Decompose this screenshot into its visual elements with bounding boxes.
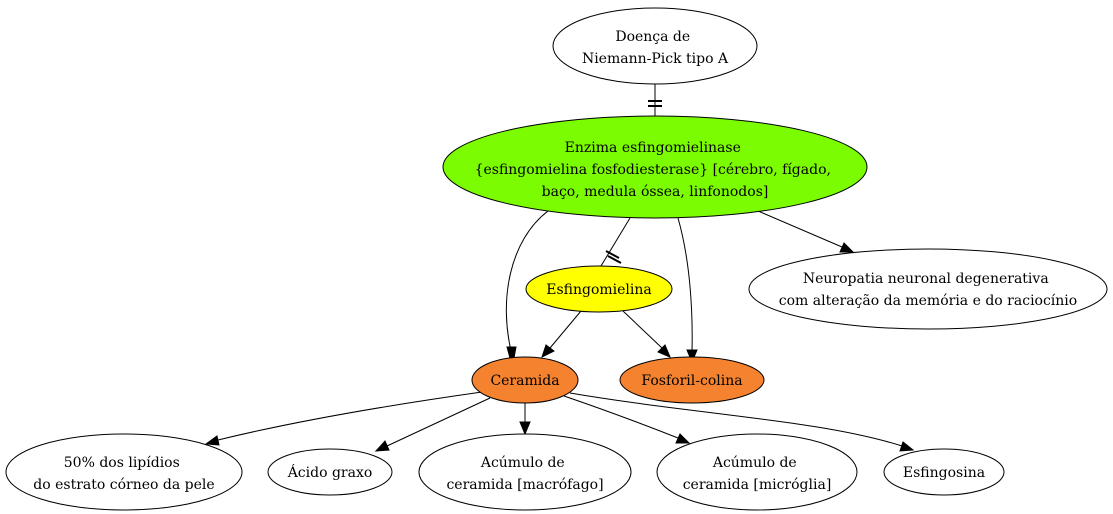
node-enzyme[interactable]: Enzima esfingomielinase {esfingomielina … <box>442 115 868 219</box>
edge-enzyme-sphingomyelin <box>600 217 631 267</box>
edge-enzyme-phosphocholine <box>677 217 698 364</box>
svg-text:Fosforil-colina: Fosforil-colina <box>641 373 742 389</box>
arrowhead <box>686 349 698 364</box>
node-microglia-line-1: Acúmulo de <box>712 455 797 471</box>
node-fatty-acid-line-1: Ácido graxo <box>287 463 373 481</box>
arrowhead <box>519 421 531 436</box>
arrowhead <box>541 344 555 358</box>
node-enzyme-line-2: {esfingomielina fosfodiesterase} [cérebr… <box>475 162 831 178</box>
node-macrophage-line-1: Acúmulo de <box>480 455 565 471</box>
node-enzyme-line-3: baço, medula óssea, linfonodos] <box>542 184 769 200</box>
tee-mark <box>605 250 620 259</box>
arrowhead <box>675 433 691 444</box>
node-lipids[interactable]: 50% dos lipídios do estrato córneo da pe… <box>5 433 243 511</box>
node-enzyme-line-1: Enzima esfingomielinase <box>565 140 741 156</box>
node-sphingomyelin[interactable]: Esfingomielina <box>525 265 673 313</box>
node-neuropathy[interactable]: Neuropatia neuronal degenerativa com alt… <box>748 248 1108 330</box>
node-sphingosine[interactable]: Esfingosina <box>883 448 1005 496</box>
node-disease[interactable]: Doença de Niemann-Pick tipo A <box>552 7 758 85</box>
svg-text:Esfingomielina: Esfingomielina <box>546 282 652 298</box>
node-microglia[interactable]: Acúmulo de ceramida [micróglia] <box>656 433 858 511</box>
node-sphingomyelin-line-1: Esfingomielina <box>546 282 652 298</box>
node-lipids-line-2: do estrato córneo da pele <box>33 477 214 493</box>
edge-ceramide-fatty-acid <box>374 397 491 452</box>
node-ceramide-line-1: Ceramida <box>490 373 559 389</box>
node-macrophage-line-2: ceramida [macrófago] <box>446 477 603 493</box>
arrowhead <box>899 441 915 452</box>
node-microglia-line-2: ceramida [micróglia] <box>683 477 832 493</box>
edge-enzyme-neuropathy <box>757 210 855 253</box>
node-disease-line-2: Niemann-Pick tipo A <box>582 51 729 67</box>
node-ceramide[interactable]: Ceramida <box>471 356 579 404</box>
node-macrophage[interactable]: Acúmulo de ceramida [macrófago] <box>418 433 632 511</box>
edge-sphingomyelin-phosphocholine <box>622 310 671 358</box>
edge-ceramide-lipids <box>204 391 483 446</box>
edge-sphingomyelin-ceramide <box>541 310 582 358</box>
nodes: Doença de Niemann-Pick tipo A Enzima esf… <box>5 7 1108 511</box>
node-phosphocholine[interactable]: Fosforil-colina <box>619 356 765 404</box>
edge-ceramide-sphingosine <box>569 392 915 452</box>
arrowhead <box>374 440 390 452</box>
edges <box>204 84 915 452</box>
svg-text:Enzima esfingomielinase: Enzima esfingomielinase {esfingomielina … <box>475 140 836 200</box>
node-disease-line-1: Doença de <box>615 29 690 45</box>
svg-text:Acúmulo de ceramida [m: Acúmulo de ceramida [micróglia] <box>683 455 832 493</box>
svg-text:Ácido graxo: Ácido graxo <box>287 463 373 481</box>
svg-text:Neuropatia neuronal degenerati: Neuropatia neuronal degenerativa com alt… <box>779 271 1077 309</box>
tee-mark <box>607 255 622 264</box>
node-neuropathy-line-1: Neuropatia neuronal degenerativa <box>803 271 1049 287</box>
arrowhead <box>839 242 855 253</box>
arrowhead <box>657 344 671 358</box>
node-phosphocholine-line-1: Fosforil-colina <box>641 373 742 389</box>
svg-text:50% dos lipídios do es: 50% dos lipídios do estrato córneo da pe… <box>33 455 214 493</box>
arrowhead <box>204 435 220 446</box>
svg-text:Esfingosina: Esfingosina <box>903 465 985 481</box>
svg-text:Ceramida: Ceramida <box>490 373 559 389</box>
edge-ceramide-microglia <box>563 395 691 444</box>
svg-text:Acúmulo de ceramida [m: Acúmulo de ceramida [macrófago] <box>446 455 603 493</box>
node-fatty-acid[interactable]: Ácido graxo <box>267 448 393 496</box>
svg-text:Doença de Niemann-Pick: Doença de Niemann-Pick tipo A <box>582 29 729 67</box>
arrowhead <box>506 346 517 359</box>
node-neuropathy-line-2: com alteração da memória e do raciocínio <box>779 293 1077 309</box>
edge-ceramide-macrophage <box>519 403 531 436</box>
edge-enzyme-ceramide <box>505 210 549 359</box>
node-lipids-line-1: 50% dos lipídios <box>64 455 180 471</box>
node-sphingosine-line-1: Esfingosina <box>903 465 985 481</box>
